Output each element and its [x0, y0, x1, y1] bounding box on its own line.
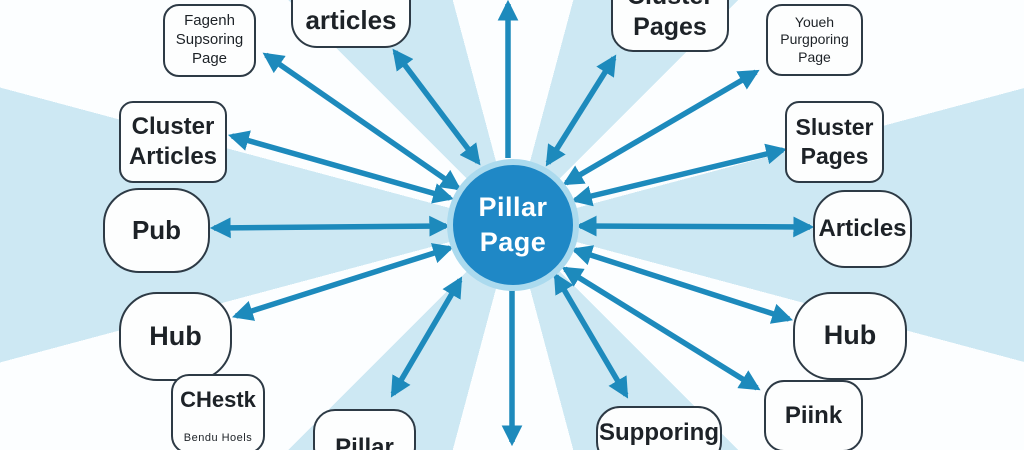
node-label-line: Page: [191, 49, 228, 67]
node-label-line: Pillar: [335, 434, 394, 450]
arrow-center-to-articles-top: [392, 48, 481, 166]
node-articles-right: Articles: [813, 190, 912, 268]
node-label-line: Page: [798, 48, 831, 65]
node-pub: Pub: [103, 188, 210, 273]
node-label-line: Cluster: [131, 113, 215, 140]
center-label-line: Page: [479, 227, 547, 257]
node-sluster-pages: Sluster Pages: [785, 101, 884, 183]
node-cluster-pages-top: Cluster Pages: [611, 0, 729, 52]
node-fagenh-supporing-page: Fagenh Supsoring Page: [163, 4, 256, 77]
node-chestk: CHestk Bendu Hoels: [171, 374, 265, 450]
node-hub-right: Hub: [793, 292, 907, 380]
node-label-line: Piink: [784, 402, 843, 429]
arrow-center-to-cluster-articles: [227, 130, 455, 204]
node-supporing-bottom: Supporing: [596, 406, 722, 450]
arrow-center-to-cluster-pages: [545, 54, 617, 167]
node-pillar-bottom: Pillar: [313, 409, 416, 450]
node-label-line: Pages: [633, 13, 707, 41]
node-label-line: Hub: [149, 320, 202, 351]
node-youeh-purgporing-page: Youeh Purgporing Page: [766, 4, 863, 76]
node-label-line: articles: [305, 4, 397, 35]
node-label-line: Hub: [823, 320, 877, 351]
arrow-center-to-supporing: [553, 272, 629, 399]
node-label-line: Pages: [800, 143, 869, 169]
center-label-line: Pillar: [478, 191, 548, 222]
node-label-line: CHestk: [180, 387, 256, 412]
arrow-center-to-pillar-bottom: [390, 276, 463, 398]
node-label-line: Fagenh: [184, 12, 235, 30]
node-label-line: Articles: [128, 143, 218, 170]
node-label-line: Supporing: [599, 419, 719, 446]
node-hub-left: Hub: [119, 292, 232, 381]
node-articles-top: articles: [291, 0, 411, 48]
arrow-center-to-articles-right: [575, 215, 815, 238]
node-label-line: Articles: [818, 215, 907, 242]
node-label-line: Pub: [131, 215, 182, 246]
node-label-line: Youeh: [794, 13, 835, 30]
arrow-center-to-hub-left: [232, 243, 454, 321]
arrow-center-to-hub-right: [571, 245, 793, 324]
arrow-center-to-youeh: [562, 69, 760, 186]
pillar-page-center-node: Pillar Page: [447, 159, 579, 291]
node-piink: Piink: [764, 380, 863, 450]
node-label-line: Sluster: [795, 114, 874, 141]
node-label-line: Cluster: [627, 0, 713, 12]
arrow-center-to-fagenh: [262, 52, 462, 191]
arrow-center-to-pub: [209, 215, 451, 239]
node-cluster-articles: Cluster Articles: [119, 101, 227, 183]
node-label-line: Purgporing: [780, 31, 849, 48]
node-label-subtext: Bendu Hoels: [183, 432, 253, 445]
arrow-center-to-sluster-pages: [570, 143, 788, 207]
node-label-line: Supsoring: [175, 31, 244, 49]
arrow-center-to-piink: [561, 266, 761, 391]
